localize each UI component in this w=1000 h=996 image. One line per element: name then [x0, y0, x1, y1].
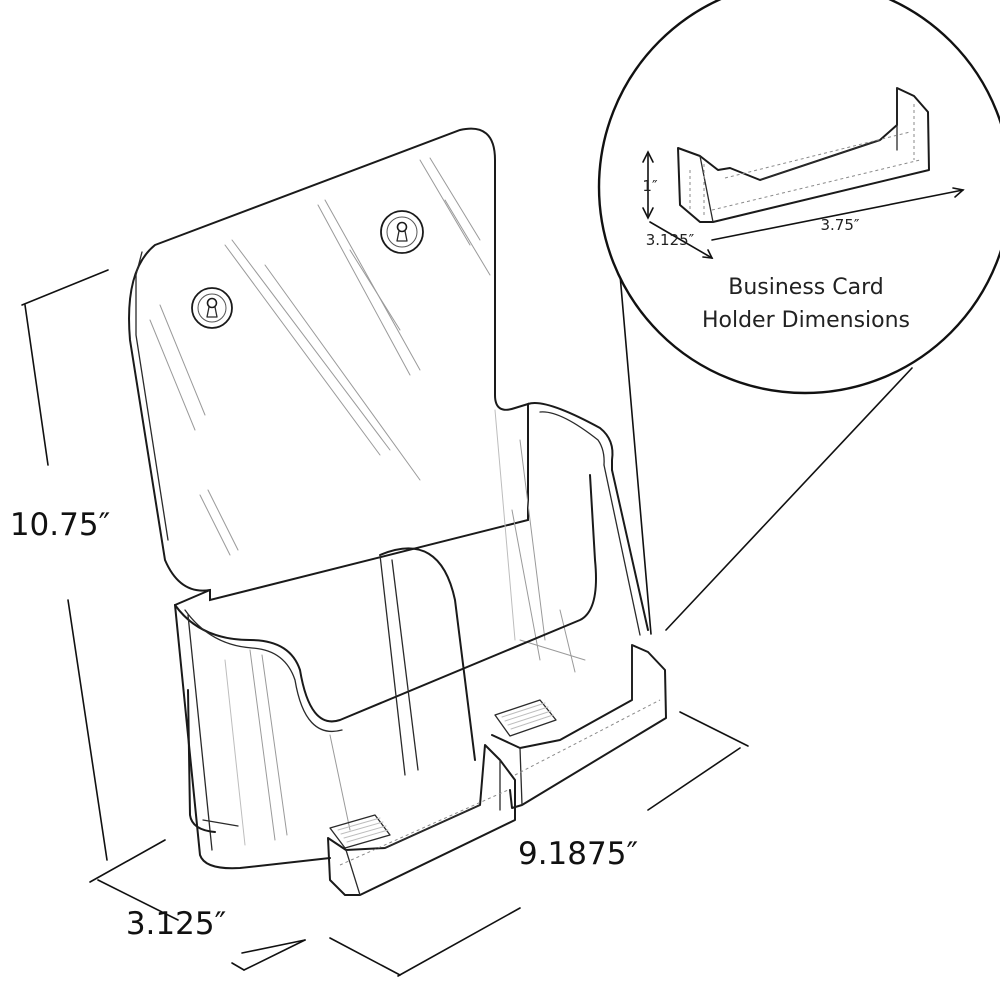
brochure-holder-illustration: [128, 127, 667, 896]
back-panel: [128, 127, 529, 602]
callout-depth-dimension: 3.125″: [646, 221, 714, 259]
callout-card-holder: [677, 87, 930, 223]
left-brochure-pocket: [174, 474, 597, 870]
height-dimension: 10.75″: [10, 269, 166, 883]
callout-caption-line1: Business Card: [728, 275, 883, 300]
detail-callout: 1″ 3.75″ 3.125″ Business Card Holder Dim…: [597, 0, 1000, 635]
depth-dimension-label: 3.125″: [126, 906, 226, 942]
card-slot-grille-left: [329, 814, 391, 849]
callout-width-label: 3.75″: [820, 216, 859, 234]
callout-leader-right: [665, 367, 913, 631]
keyhole-slot-right: [380, 210, 424, 254]
card-slot-grille-right: [494, 699, 557, 737]
keyhole-slot-left: [191, 287, 233, 329]
right-brochure-pocket: [494, 402, 649, 673]
callout-leader-left: [618, 262, 652, 635]
callout-circle: [597, 0, 1000, 395]
left-business-card-holder: [327, 744, 516, 896]
callout-height-dimension: 1″: [642, 150, 658, 220]
width-dimension-label: 9.1875″: [518, 836, 638, 872]
depth-dimension: 3.125″: [97, 879, 306, 971]
width-dimension: 9.1875″: [329, 711, 749, 977]
callout-height-label: 1″: [642, 177, 658, 195]
height-dimension-label: 10.75″: [10, 507, 110, 543]
callout-width-dimension: 3.75″: [711, 187, 965, 241]
right-business-card-holder: [491, 644, 667, 809]
callout-depth-label: 3.125″: [646, 231, 695, 249]
callout-caption-line2: Holder Dimensions: [702, 308, 910, 333]
